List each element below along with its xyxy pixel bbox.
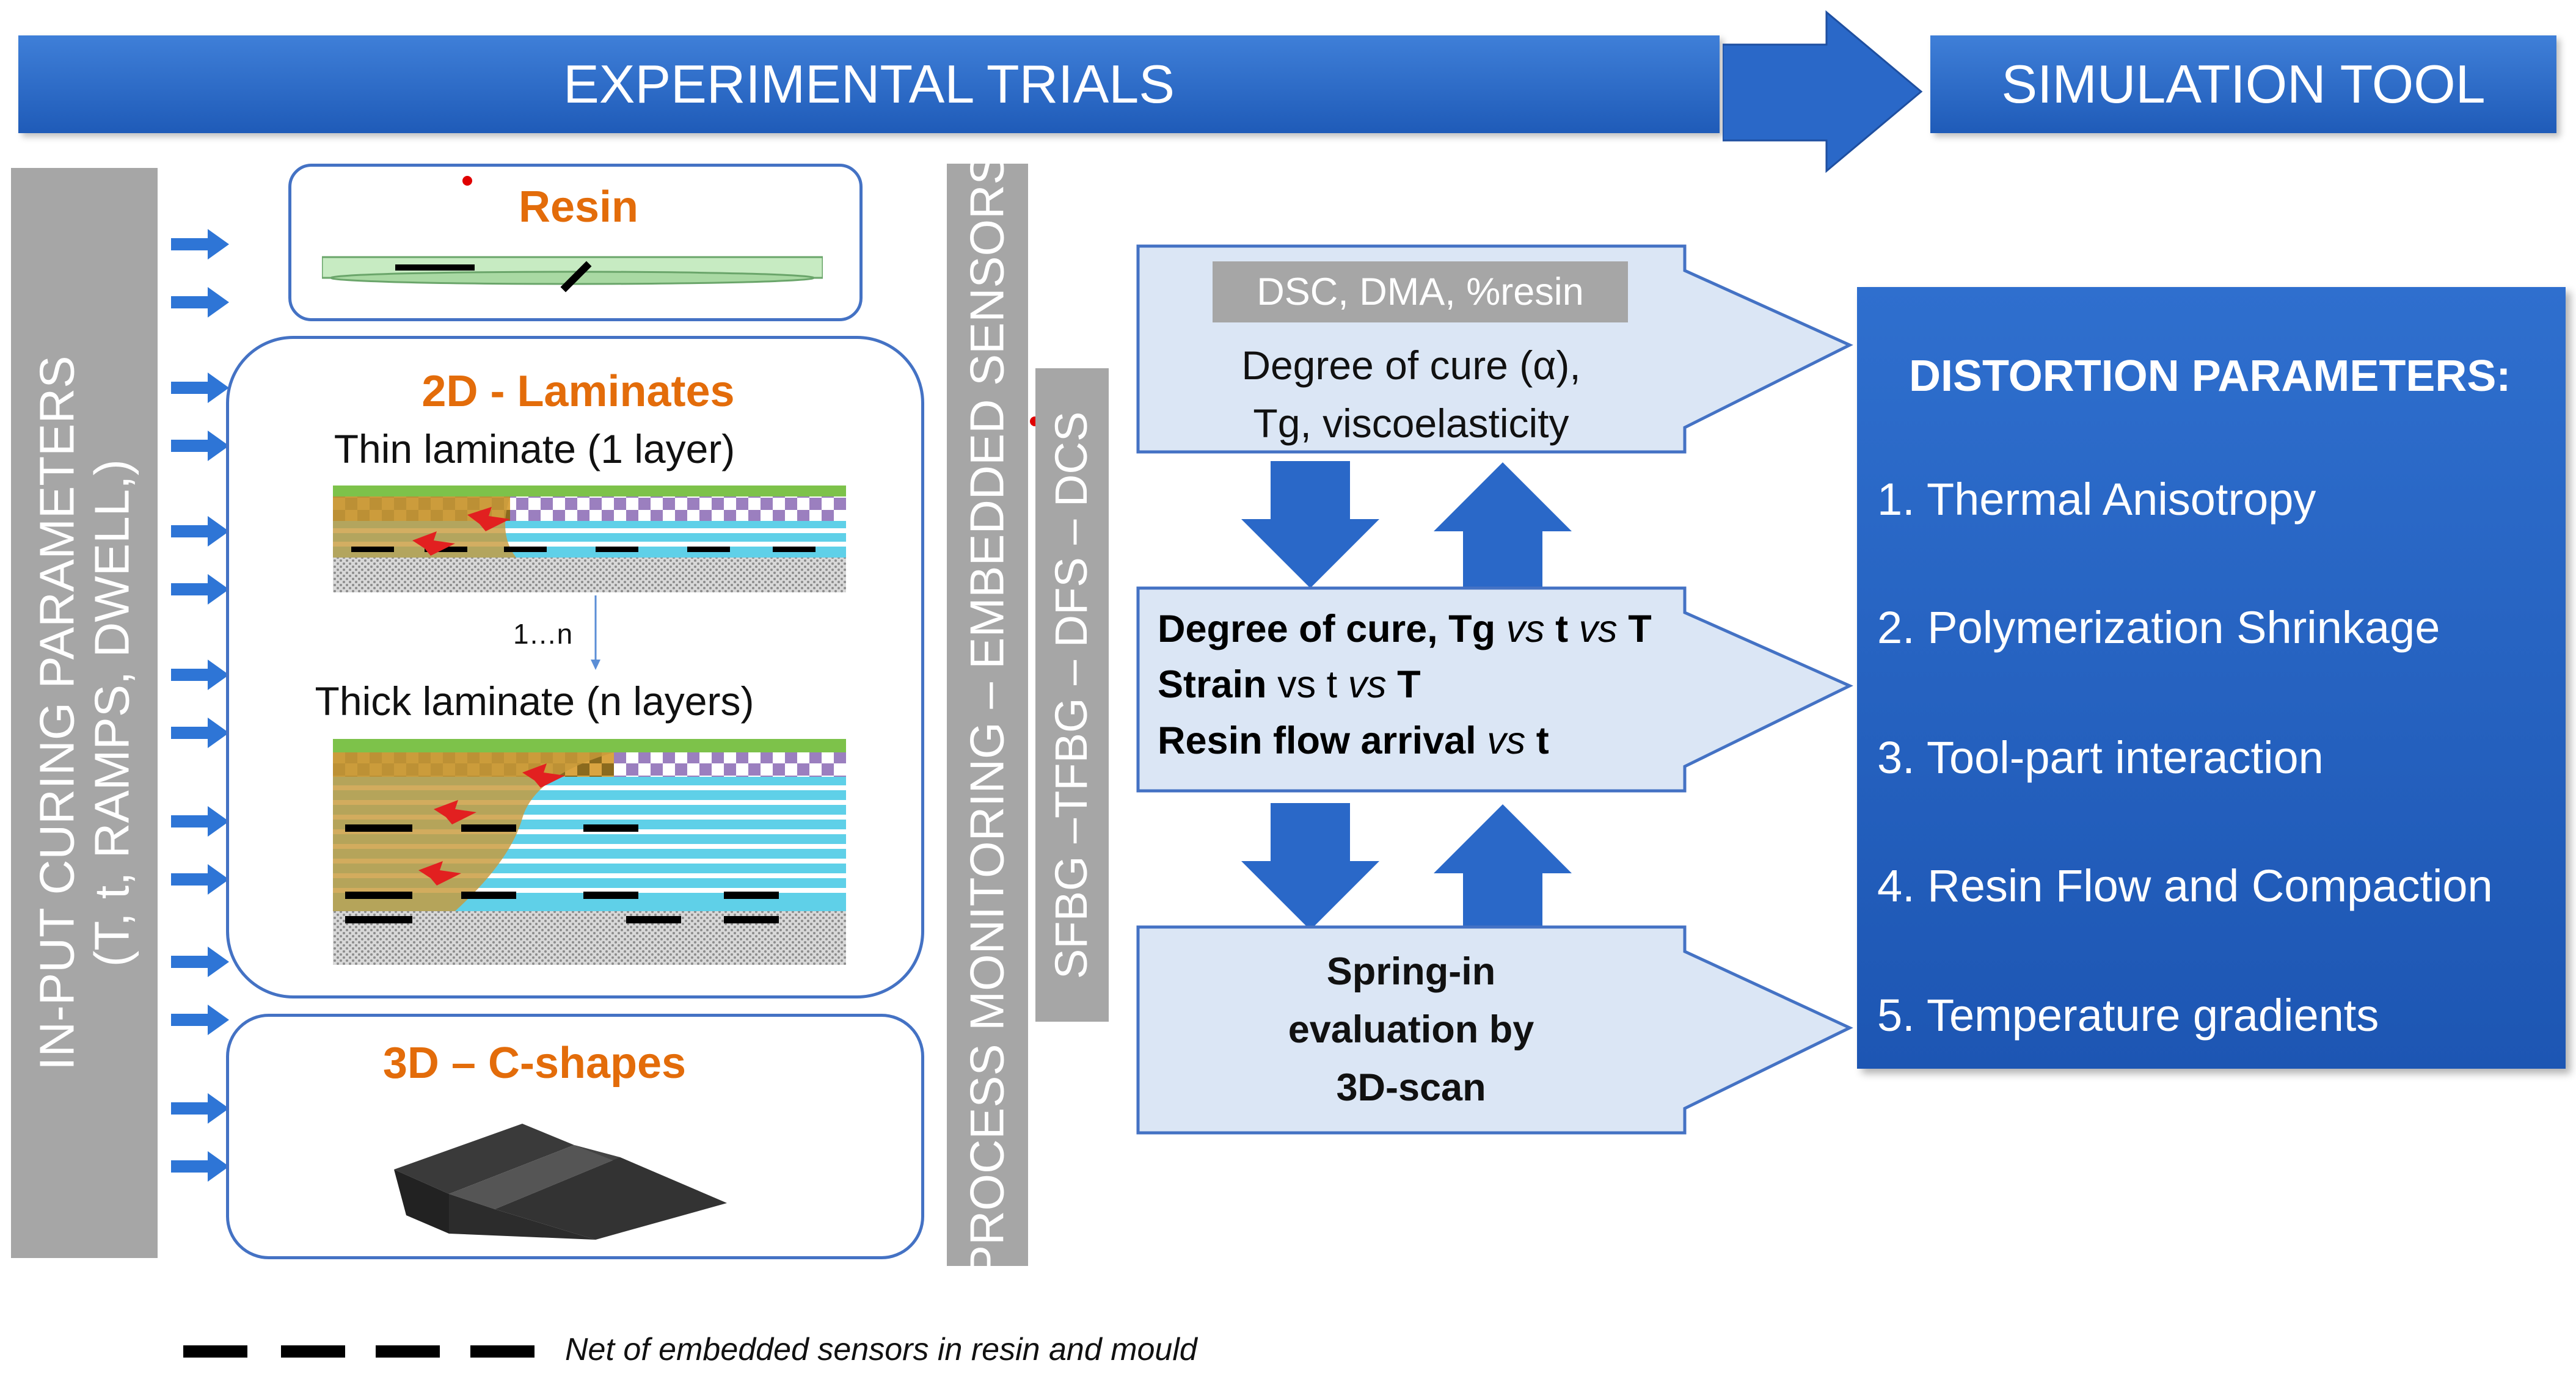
distortion-item-5: 5. Temperature gradients	[1877, 990, 2379, 1041]
resin-panel: Resin	[288, 164, 863, 321]
resin-title: Resin	[518, 183, 639, 231]
experimental-trials-banner: EXPERIMENTAL TRIALS	[18, 35, 1720, 133]
input-parameters-line2: (T, t, RAMPS, DWELL,)	[84, 459, 139, 967]
flow-box-3-line2: evaluation by	[1288, 1008, 1534, 1051]
input-arrow-icon	[171, 431, 229, 461]
up-arrow-1	[1434, 462, 1572, 588]
cshapes-panel: 3D – C-shapes	[226, 1014, 924, 1259]
input-arrow-icon	[171, 947, 229, 977]
simulation-tool-title: SIMULATION TOOL	[2001, 54, 2486, 114]
flow-box-2-line1-t: t	[1555, 608, 1569, 650]
distortion-item-3: 3. Tool-part interaction	[1877, 732, 2324, 783]
thick-laminate-label: Thick laminate (n layers)	[315, 678, 754, 724]
flow-box-2-text: Degree of cure, Tg vs t vs T Strain vs t…	[1158, 602, 1652, 769]
thin-laminate-label: Thin laminate (1 layer)	[334, 426, 735, 471]
input-parameters-bar: IN-PUT CURING PARAMETERS (T, t, RAMPS, D…	[11, 168, 158, 1258]
distortion-item-1: 1. Thermal Anisotropy	[1877, 474, 2316, 525]
distortion-parameters-box: DISTORTION PARAMETERS: 1. Thermal Anisot…	[1857, 287, 2566, 1069]
input-parameters-line1: IN-PUT CURING PARAMETERS	[29, 355, 84, 1071]
flow-box-1-label: DSC, DMA, %resin	[1257, 271, 1584, 313]
flow-box-2-line2-t: t	[1326, 663, 1338, 707]
laminates-panel: 2D - Laminates Thin laminate (1 layer)	[226, 336, 924, 998]
legend-dashed-line	[183, 1345, 535, 1358]
input-arrow-icon	[171, 718, 229, 748]
thin-laminate-illustration	[333, 486, 846, 592]
process-monitoring-text: PROCESS MONITORING – EMBEDDED SENSORS	[960, 153, 1014, 1277]
laminates-title: 2D - Laminates	[421, 367, 735, 416]
flow-box-2-line3-bold: Resin flow arrival	[1158, 719, 1476, 762]
flow-box-2-line3-vs: vs	[1487, 719, 1526, 762]
flow-box-3-line3: 3D-scan	[1336, 1066, 1486, 1109]
experimental-trials-title: EXPERIMENTAL TRIALS	[563, 54, 1175, 114]
thick-laminate-illustration	[333, 739, 846, 965]
step-label: 1…n	[513, 618, 573, 650]
flow-box-2-line1-bold: Degree of cure, Tg	[1158, 608, 1496, 650]
flow-box-2-line3-t: t	[1536, 719, 1549, 762]
flow-box-2-line2-bold: Strain	[1158, 663, 1267, 707]
distortion-title: DISTORTION PARAMETERS:	[1909, 352, 2511, 401]
legend-text: Net of embedded sensors in resin and mou…	[565, 1332, 1197, 1367]
input-arrow-icon	[171, 287, 229, 318]
flow-box-2-arrow-shape	[1136, 586, 1853, 793]
input-arrow-icon	[171, 806, 229, 837]
resin-sample-illustration	[322, 256, 823, 293]
distortion-item-2: 2. Polymerization Shrinkage	[1877, 602, 2440, 653]
input-arrow-icon	[171, 1151, 229, 1182]
flow-box-3-line1: Spring-in	[1326, 950, 1496, 993]
flow-box-2-line1-vs1: vs	[1506, 608, 1545, 650]
cshape-illustration	[394, 1124, 727, 1240]
input-arrow-icon	[171, 660, 229, 690]
flow-box-1-label-box: DSC, DMA, %resin	[1213, 261, 1628, 322]
up-arrow-2	[1434, 804, 1572, 930]
flow-box-2-line2-T: T	[1397, 663, 1421, 707]
header-arrow	[1723, 10, 1923, 173]
flow-box-2-line1-vs2: vs	[1578, 608, 1618, 650]
step-arrow	[591, 595, 600, 670]
flow-box-2-line1-T: T	[1628, 608, 1652, 650]
simulation-tool-banner: SIMULATION TOOL	[1930, 35, 2556, 133]
process-monitoring-bar: PROCESS MONITORING – EMBEDDED SENSORS	[947, 153, 1028, 1277]
flow-box-1-line2: Tg, viscoelasticity	[1253, 401, 1569, 446]
flow-box-1-line1: Degree of cure (α),	[1241, 343, 1581, 388]
sensors-text: SFBG –TFBG – DFS – DCS	[1046, 411, 1097, 979]
input-arrow-icon	[171, 1005, 229, 1035]
flow-box-3-arrow-shape	[1136, 925, 1853, 1135]
down-arrow-1	[1241, 461, 1379, 588]
input-arrow-icon	[171, 574, 229, 605]
input-arrows	[171, 229, 229, 1182]
cshapes-title: 3D – C-shapes	[382, 1039, 687, 1088]
input-arrow-icon	[171, 864, 229, 895]
input-arrow-icon	[171, 1093, 229, 1124]
flow-box-2-line2-vs1: vs	[1277, 663, 1316, 707]
distortion-item-4: 4. Resin Flow and Compaction	[1877, 860, 2493, 911]
down-arrow-2	[1241, 803, 1379, 930]
flow-box-2-line2-vs2: vs	[1348, 663, 1387, 707]
input-arrow-icon	[171, 373, 229, 403]
sensors-bar: SFBG –TFBG – DFS – DCS	[1035, 368, 1109, 1022]
red-dot	[462, 176, 472, 186]
input-arrow-icon	[171, 229, 229, 260]
input-arrow-icon	[171, 516, 229, 547]
